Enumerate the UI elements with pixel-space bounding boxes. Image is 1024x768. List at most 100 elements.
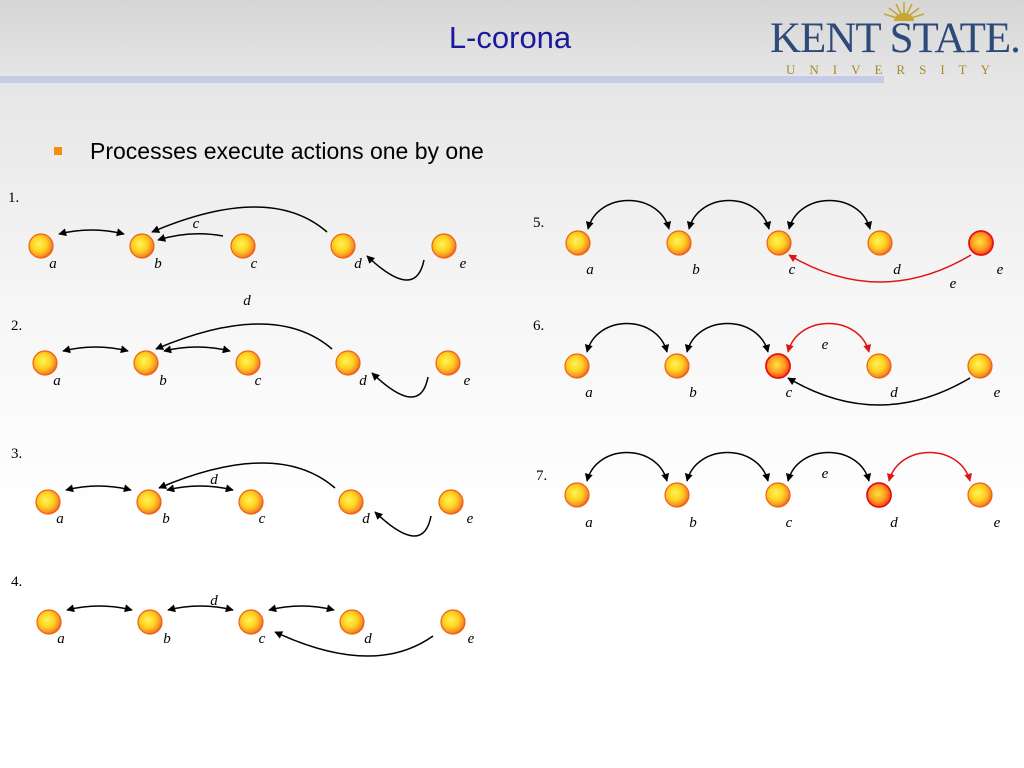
node-d: [330, 233, 356, 259]
pointer-e-d: [374, 511, 432, 537]
pointer-e-c: [788, 254, 972, 283]
node-label-a: a: [57, 631, 65, 647]
node-label-c: c: [251, 256, 258, 272]
node-label-a: a: [585, 385, 593, 401]
step-number: 4.: [11, 574, 22, 590]
node-label-e: e: [468, 631, 475, 647]
step-2: a b c d e 2.: [11, 318, 471, 398]
node-c: [238, 489, 264, 515]
step-number: 6.: [533, 318, 544, 334]
node-d: [338, 489, 364, 515]
node-b: [129, 233, 155, 259]
pointer-c-b: [157, 233, 224, 242]
node-d: [866, 482, 892, 508]
node-a: [36, 609, 62, 635]
node-c: [765, 482, 791, 508]
pointer-c-d: [268, 604, 335, 613]
node-b: [133, 350, 159, 376]
node-label-b: b: [162, 511, 170, 527]
annotation-label: d: [210, 472, 218, 488]
slide-title: L-corona: [448, 20, 572, 55]
node-e: [438, 489, 464, 515]
node-c: [238, 609, 264, 635]
step-number: 2.: [11, 318, 22, 334]
node-e: [435, 350, 461, 376]
node-label-a: a: [585, 515, 593, 531]
pointer-b-c: [684, 451, 771, 482]
node-label-b: b: [689, 515, 697, 531]
node-label-c: c: [786, 515, 793, 531]
pointer-e-c: [787, 377, 971, 406]
pointer-c-d: [785, 322, 872, 353]
pointer-a-b: [65, 484, 132, 493]
pointer-a-b: [584, 451, 670, 482]
node-label-a: a: [53, 373, 61, 389]
pointer-d-b: [158, 462, 336, 489]
node-label-d: d: [364, 631, 372, 647]
pointer-a-b: [62, 345, 129, 354]
node-label-c: c: [259, 631, 266, 647]
pointer-a-b: [585, 199, 672, 230]
step-number: 5.: [533, 215, 544, 231]
node-c: [765, 353, 791, 379]
node-label-c: c: [259, 511, 266, 527]
node-e: [967, 482, 993, 508]
node-a: [32, 350, 58, 376]
node-d: [866, 353, 892, 379]
node-a: [28, 233, 54, 259]
node-b: [664, 482, 690, 508]
node-b: [137, 609, 163, 635]
annotation-label: e: [822, 337, 829, 353]
node-label-d: d: [359, 373, 367, 389]
node-d: [339, 609, 365, 635]
pointer-b-c: [686, 199, 772, 230]
annotation-label: e: [950, 276, 957, 292]
pointer-c-d: [785, 451, 872, 482]
pointer-e-c: [274, 631, 434, 657]
node-label-b: b: [692, 262, 700, 278]
node-a: [35, 489, 61, 515]
node-label-d: d: [893, 262, 901, 278]
node-label-e: e: [460, 256, 467, 272]
annotation-label: e: [822, 466, 829, 482]
node-label-b: b: [159, 373, 167, 389]
node-label-d: d: [362, 511, 370, 527]
node-label-d: d: [890, 385, 898, 401]
logo-wordmark: KENT STATE.: [770, 15, 1021, 62]
node-label-b: b: [154, 256, 162, 272]
pointer-a-b: [584, 322, 670, 353]
node-c: [766, 230, 792, 256]
annotation-label: d: [243, 293, 251, 309]
node-label-d: d: [354, 256, 362, 272]
bullet-text: Processes execute actions one by one: [90, 138, 484, 164]
annotation-label: c: [193, 216, 200, 232]
logo-subtitle: UNIVERSITY: [786, 62, 1004, 77]
step-7: a b c d e 7. e: [536, 451, 1001, 531]
node-label-b: b: [163, 631, 171, 647]
university-logo: KENT STATE. UNIVERSITY: [762, 0, 1024, 82]
pointer-b-c: [167, 604, 234, 613]
node-label-d: d: [890, 515, 898, 531]
node-label-a: a: [56, 511, 64, 527]
node-label-b: b: [689, 385, 697, 401]
step-number: 1.: [8, 190, 19, 206]
pointer-a-b: [58, 228, 125, 237]
node-label-c: c: [255, 373, 262, 389]
node-a: [565, 230, 591, 256]
pointer-b-c: [163, 345, 231, 354]
pointer-b-c: [166, 484, 234, 493]
pointer-d-b: [151, 206, 328, 233]
node-label-a: a: [49, 256, 57, 272]
pointer-e-d: [371, 372, 429, 398]
node-label-e: e: [994, 515, 1001, 531]
step-number: 3.: [11, 446, 22, 462]
node-label-e: e: [464, 373, 471, 389]
node-a: [564, 353, 590, 379]
node-label-e: e: [997, 262, 1004, 278]
pointer-b-c: [684, 322, 771, 353]
step-number: 7.: [536, 468, 547, 484]
node-c: [230, 233, 256, 259]
